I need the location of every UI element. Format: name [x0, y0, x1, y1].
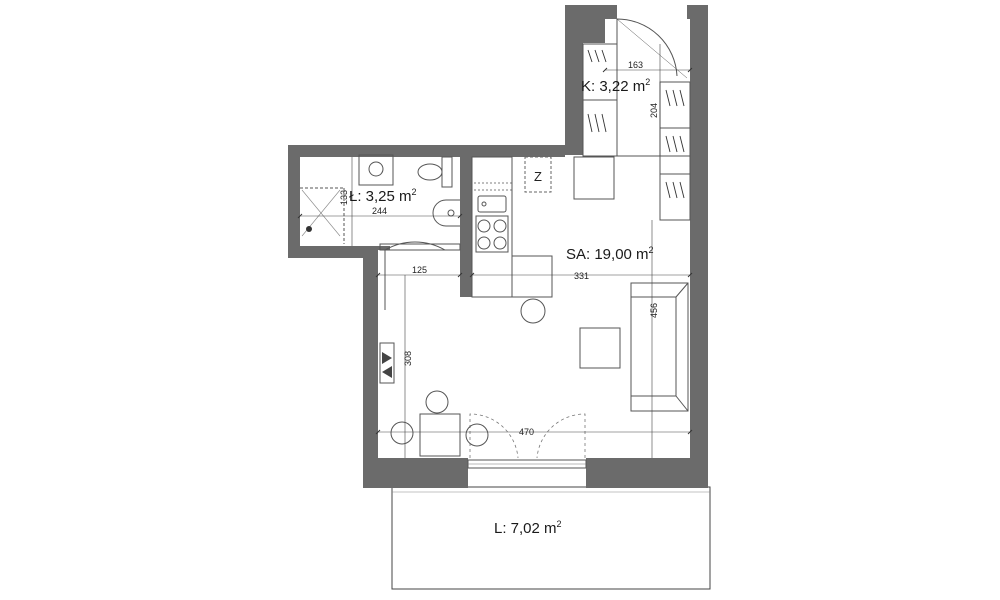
room-label-bathroom: Ł: 3,25 m2	[349, 187, 417, 205]
balcony-door-right	[536, 413, 586, 459]
dim-living-width: 331	[574, 271, 589, 281]
kitchen-vent-icon	[474, 182, 512, 191]
toilet-icon	[417, 156, 453, 188]
wardrobe-icon	[379, 342, 395, 384]
dim-total-width: 470	[519, 427, 534, 437]
chimney: Z	[524, 156, 552, 193]
balcony-door-left	[469, 413, 519, 459]
balcony-door-frame	[467, 459, 587, 469]
dim-living-depth: 456	[649, 303, 659, 318]
room-label-living: SA: 19,00 m2	[566, 245, 654, 263]
washing-machine-icon	[358, 154, 394, 186]
dim-bath-width: 244	[372, 206, 387, 216]
room-label-kitchen: K: 3,22 m2	[581, 77, 650, 95]
dim-hall-depth: 308	[403, 351, 413, 366]
room-label-balcony: L: 7,02 m2	[494, 519, 562, 537]
balcony	[391, 486, 711, 590]
kitchen-entry-door	[616, 18, 688, 79]
stove-icon	[475, 215, 509, 253]
bath-door-frame	[379, 243, 461, 251]
dim-kitchen-depth: 204	[649, 103, 659, 118]
stool-icon	[520, 298, 546, 324]
sofa-icon	[630, 282, 689, 412]
walls	[288, 5, 708, 488]
dim-hall-width: 125	[412, 265, 427, 275]
kitchen-sink-icon	[477, 195, 507, 213]
hall-door	[384, 241, 446, 310]
dimension-lines	[297, 44, 693, 458]
dim-kitchen-width: 163	[628, 60, 643, 70]
chimney-label: Z	[534, 169, 542, 184]
washbasin-icon	[432, 199, 460, 227]
kitchen-cabinets	[471, 43, 691, 298]
dim-bath-depth: 133	[339, 190, 349, 205]
coffee-table	[579, 327, 621, 369]
dining-set	[390, 390, 489, 457]
